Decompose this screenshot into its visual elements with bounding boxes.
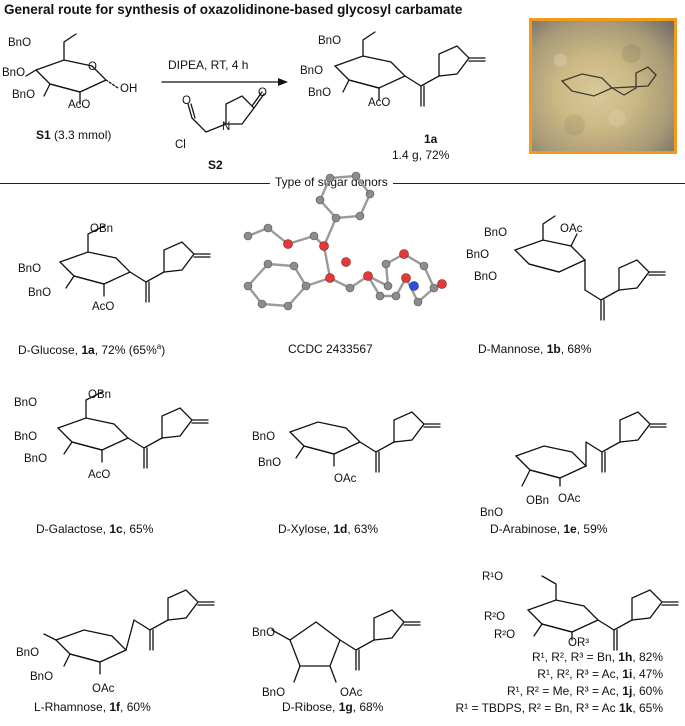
variant-1j: R¹, R² = Me, R³ = Ac, 1j, 60% [506, 684, 663, 698]
atom-label: BnO [252, 431, 275, 443]
atom-label: BnO [24, 453, 47, 465]
reaction-conditions: DIPEA, RT, 4 h [168, 58, 249, 72]
caption-1a: D-Glucose, 1a, 72% (65%a) [18, 342, 166, 357]
atom-label: BnO [16, 647, 39, 659]
reagent-label: S2 [208, 158, 223, 172]
compound-1g [271, 609, 421, 683]
atom-label: BnO [8, 37, 31, 49]
atom-label: BnO [12, 89, 35, 101]
atom-label: AcO [88, 469, 110, 481]
atom-label: BnO [474, 271, 497, 283]
caption-xray: CCDC 2433567 [288, 342, 373, 356]
arrow-head [278, 78, 288, 86]
product-yield: 1.4 g, 72% [392, 148, 450, 162]
start-material-label: S1 [36, 128, 51, 142]
atom-label: BnO [466, 249, 489, 261]
variant-1k: R¹ = TBDPS, R² = Bn, R³ = Ac 1k, 65% [455, 701, 663, 715]
atom-label: BnO [258, 457, 281, 469]
atom-label: OR³ [568, 637, 589, 649]
caption-1g: D-Ribose, 1g, 68% [282, 700, 384, 714]
compound-1h-1k [527, 575, 679, 651]
atom-label: BnO [252, 627, 275, 639]
compound-1b [514, 215, 666, 321]
atom-label: O [88, 61, 97, 73]
atom-label: BnO [318, 35, 341, 47]
atom-label: OBn [526, 495, 549, 507]
variant-1h: R¹, R², R³ = Bn, 1h, 82% [531, 650, 663, 664]
atom-label: BnO [484, 227, 507, 239]
atom-label: OAc [340, 687, 363, 699]
atom-label: BnO [14, 397, 37, 409]
caption-1e: D-Arabinose, 1e, 59% [490, 522, 608, 536]
atom-label: O [182, 95, 191, 107]
atom-label: BnO [14, 431, 37, 443]
atom-label: AcO [368, 97, 390, 109]
atom-label: OAc [560, 223, 583, 235]
caption-1b: D-Mannose, 1b, 68% [478, 342, 592, 356]
caption-1f: L-Rhamnose, 1f, 60% [34, 700, 151, 714]
compound-1c [57, 391, 209, 469]
atom-label: BnO [30, 671, 53, 683]
atom-label: OAc [558, 493, 581, 505]
atom-label: O [258, 87, 267, 99]
caption-1d: D-Xylose, 1d, 63% [278, 522, 379, 536]
atom-label: OAc [334, 473, 357, 485]
atom-label: BnO [2, 67, 25, 79]
compound-1a-top [334, 31, 486, 107]
atom-label: OBn [90, 223, 113, 235]
atom-label: AcO [68, 99, 90, 111]
atom-label: OBn [88, 389, 111, 401]
product-label: 1a [424, 132, 438, 146]
compound-1f [43, 589, 215, 675]
atom-label: BnO [480, 507, 503, 519]
atom-label: R²O [494, 629, 515, 641]
product-photo [529, 18, 677, 154]
atom-label: OAc [92, 683, 115, 695]
compound-1a [59, 225, 211, 303]
compound-1e [515, 411, 667, 487]
page-title: General route for synthesis of oxazolidi… [4, 2, 463, 17]
atom-label: BnO [18, 263, 41, 275]
atom-label: BnO [28, 287, 51, 299]
atom-label: R¹O [482, 571, 503, 583]
atom-label: N [222, 121, 230, 133]
crystal-structure-image [243, 171, 447, 311]
atom-label: BnO [308, 87, 331, 99]
atom-label: R²O [484, 611, 505, 623]
atom-label: AcO [92, 301, 114, 313]
atom-label: BnO [262, 687, 285, 699]
compound-s2 [187, 91, 265, 133]
atom-label: OH [120, 83, 137, 95]
compound-1d [289, 411, 441, 473]
caption-1c: D-Galactose, 1c, 65% [36, 522, 154, 536]
atom-label: BnO [300, 65, 323, 77]
start-material-amount: (3.3 mmol) [54, 128, 112, 142]
compound-s1 [25, 33, 119, 105]
variant-1i: R¹, R², R³ = Ac, 1i, 47% [537, 667, 663, 681]
atom-label: Cl [175, 139, 186, 151]
